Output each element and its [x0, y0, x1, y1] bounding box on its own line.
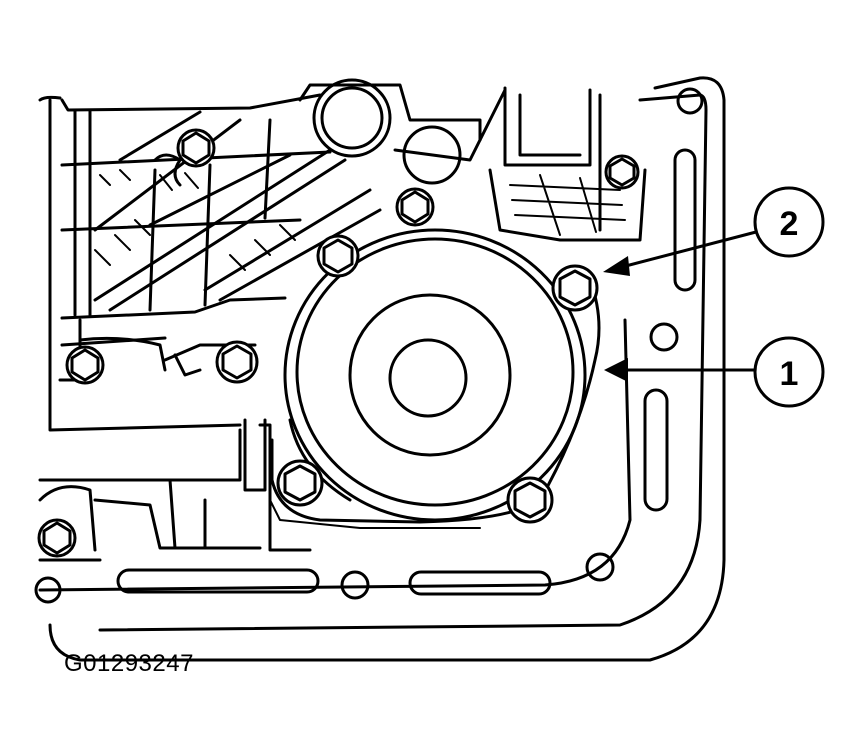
- callout-2: 2: [603, 186, 825, 276]
- bolt: [551, 264, 599, 312]
- upper-bosses: [298, 78, 647, 242]
- callout-1: 1: [604, 336, 825, 408]
- figure-code: G01293247: [64, 650, 194, 677]
- callout-1-number: 1: [780, 355, 799, 393]
- bolt: [215, 340, 259, 384]
- bolt: [506, 476, 554, 524]
- callout-2-number: 2: [780, 205, 799, 243]
- bolt: [395, 187, 435, 227]
- case-flange: [34, 76, 726, 662]
- bolts: [37, 128, 640, 558]
- bolt: [37, 518, 77, 558]
- bolt: [604, 154, 640, 190]
- valve-body-web: [38, 93, 382, 562]
- servo-cover: [283, 228, 587, 522]
- bolt: [176, 128, 216, 168]
- bolt: [65, 345, 105, 385]
- bolt: [316, 234, 360, 278]
- bolt: [276, 459, 324, 507]
